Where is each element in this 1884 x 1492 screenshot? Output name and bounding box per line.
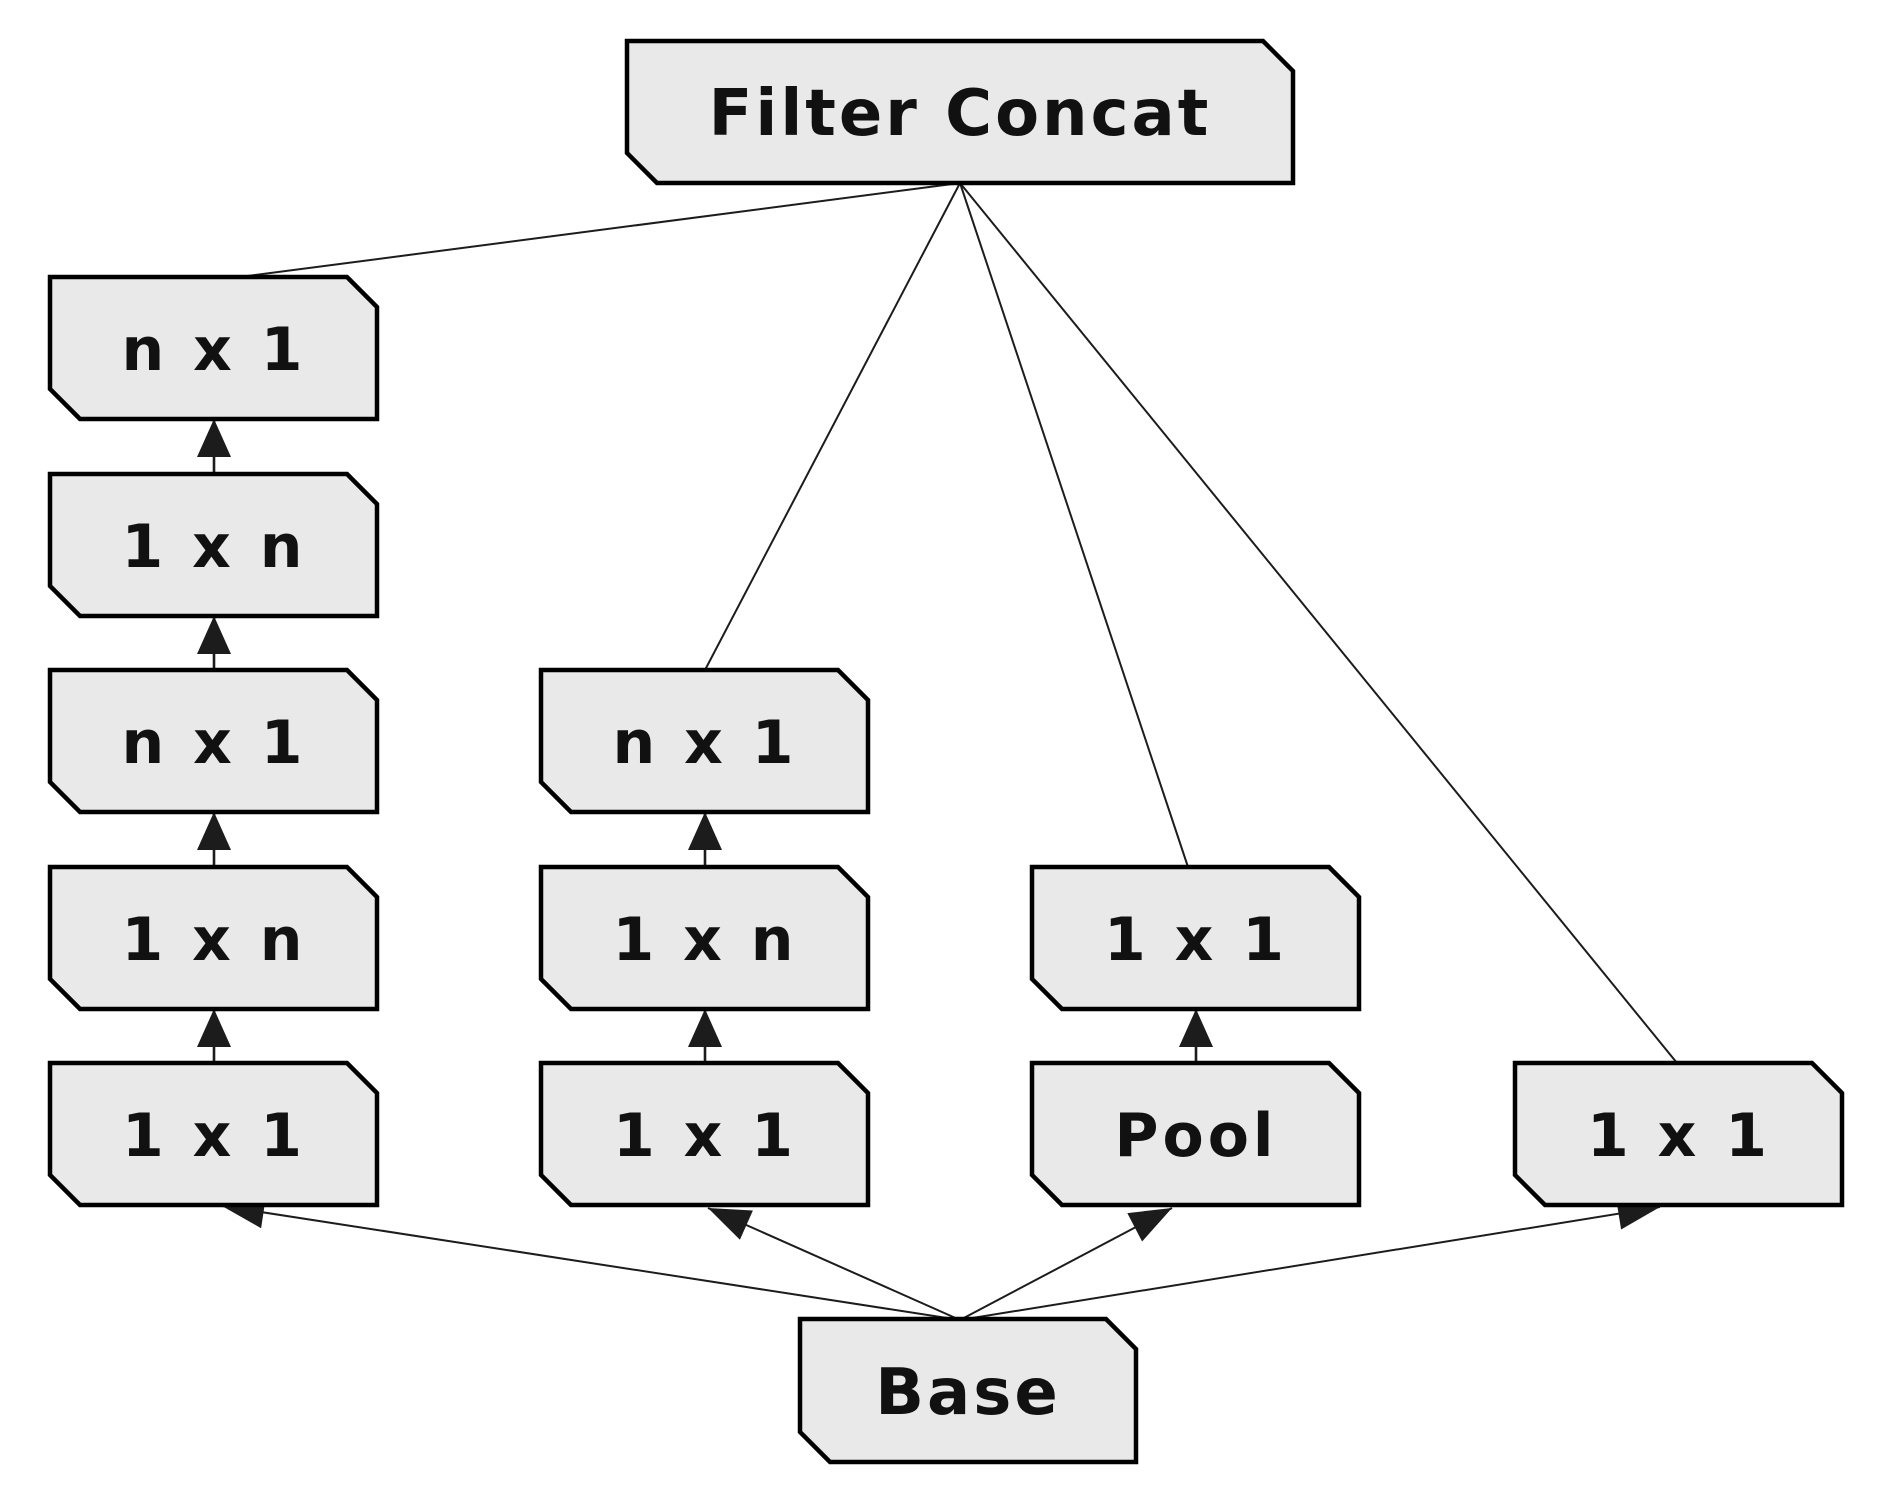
arrowhead-b3-pool-to-1x1 [1179, 1009, 1213, 1047]
arrowhead-b1-1-to-0 [197, 1009, 231, 1047]
arrowhead-b1-4-to-3 [197, 419, 231, 457]
node-b1-1x1-label: 1 x 1 [122, 1101, 306, 1171]
node-b1-nx1-lower-shape [47, 667, 380, 815]
node-b2-1xn-label: 1 x n [613, 905, 798, 975]
node-b1-1xn-lower-shape [47, 864, 380, 1012]
node-b4-1x1-shape [1512, 1060, 1845, 1208]
node-b3-pool-label: Pool [1115, 1101, 1278, 1171]
edge-base-to-branch2 [707, 1207, 961, 1321]
edge-base-to-branch1 [221, 1205, 961, 1321]
node-b2-1x1-shape [538, 1060, 871, 1208]
branch-1: n x 1 1 x n n x 1 1 x n 1 x 1 [47, 274, 380, 1208]
arrowhead-b1-3-to-2 [197, 616, 231, 654]
node-b2-nx1-shape [538, 667, 871, 815]
branch-2: n x 1 1 x n 1 x 1 [538, 667, 871, 1208]
arrowhead-base-to-branch2 [708, 1208, 753, 1240]
branch-4: 1 x 1 [1512, 1060, 1845, 1208]
node-b3-pool-shape [1029, 1060, 1362, 1208]
edge-concat-to-branch3 [959, 182, 1189, 868]
node-filter-concat-shape [624, 38, 1296, 186]
node-b1-nx1-top-shape [47, 274, 380, 422]
branch-3: 1 x 1 Pool [1029, 864, 1362, 1208]
node-b3-1x1-label: 1 x 1 [1104, 905, 1288, 975]
node-b1-nx1-top-label: n x 1 [122, 315, 307, 385]
node-b1-1x1-shape [47, 1060, 380, 1208]
node-b1-nx1-lower-label: n x 1 [122, 708, 307, 778]
node-filter-concat: Filter Concat [624, 38, 1296, 186]
edge-concat-to-branch2 [704, 182, 961, 671]
node-b2-1x1-label: 1 x 1 [613, 1101, 797, 1171]
node-filter-concat-label: Filter Concat [709, 77, 1212, 151]
arrowhead-base-to-branch3 [1127, 1208, 1172, 1242]
node-b2-nx1-label: n x 1 [613, 708, 798, 778]
node-b1-1xn-lower-label: 1 x n [122, 905, 307, 975]
arrowhead-b2-2-to-1 [688, 812, 722, 850]
node-b1-1xn-upper-shape [47, 471, 380, 619]
node-b3-1x1-shape [1029, 864, 1362, 1012]
node-b4-1x1-label: 1 x 1 [1587, 1101, 1771, 1171]
node-base-label: Base [875, 1356, 1060, 1430]
arrowhead-b2-1-to-0 [688, 1009, 722, 1047]
edge-base-to-branch4 [959, 1206, 1661, 1321]
node-b1-1xn-upper-label: 1 x n [122, 512, 307, 582]
node-base: Base [797, 1316, 1139, 1465]
node-base-shape [797, 1316, 1139, 1465]
arrowhead-b1-2-to-1 [197, 812, 231, 850]
node-b2-1xn-shape [538, 864, 871, 1012]
edge-concat-to-branch1 [239, 182, 961, 278]
edge-concat-to-branch4 [959, 182, 1678, 1064]
